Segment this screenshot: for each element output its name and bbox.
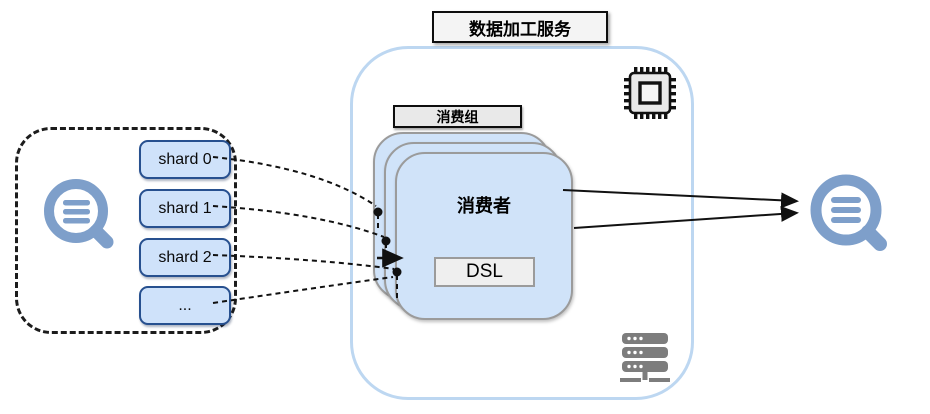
shard-0-node: shard 0 [139, 140, 231, 179]
dsl-box: DSL [434, 257, 535, 287]
shard-more-node: ... [139, 286, 231, 325]
source-logstore-group: shard 0 shard 1 shard 2 ... [15, 127, 237, 334]
shard-2-node: shard 2 [139, 238, 231, 277]
logstore-magnifier-icon [810, 174, 887, 251]
consumer-group-label: 消费组 [393, 105, 522, 128]
server-rack-icon [620, 333, 670, 382]
consumer-label: 消费者 [457, 196, 511, 216]
consumer-card-front: 消费者 DSL [395, 152, 573, 320]
shard-1-node: shard 1 [139, 189, 231, 228]
logstore-magnifier-icon [44, 179, 114, 249]
service-title: 数据加工服务 [432, 11, 608, 43]
cpu-chip-icon [624, 67, 676, 119]
